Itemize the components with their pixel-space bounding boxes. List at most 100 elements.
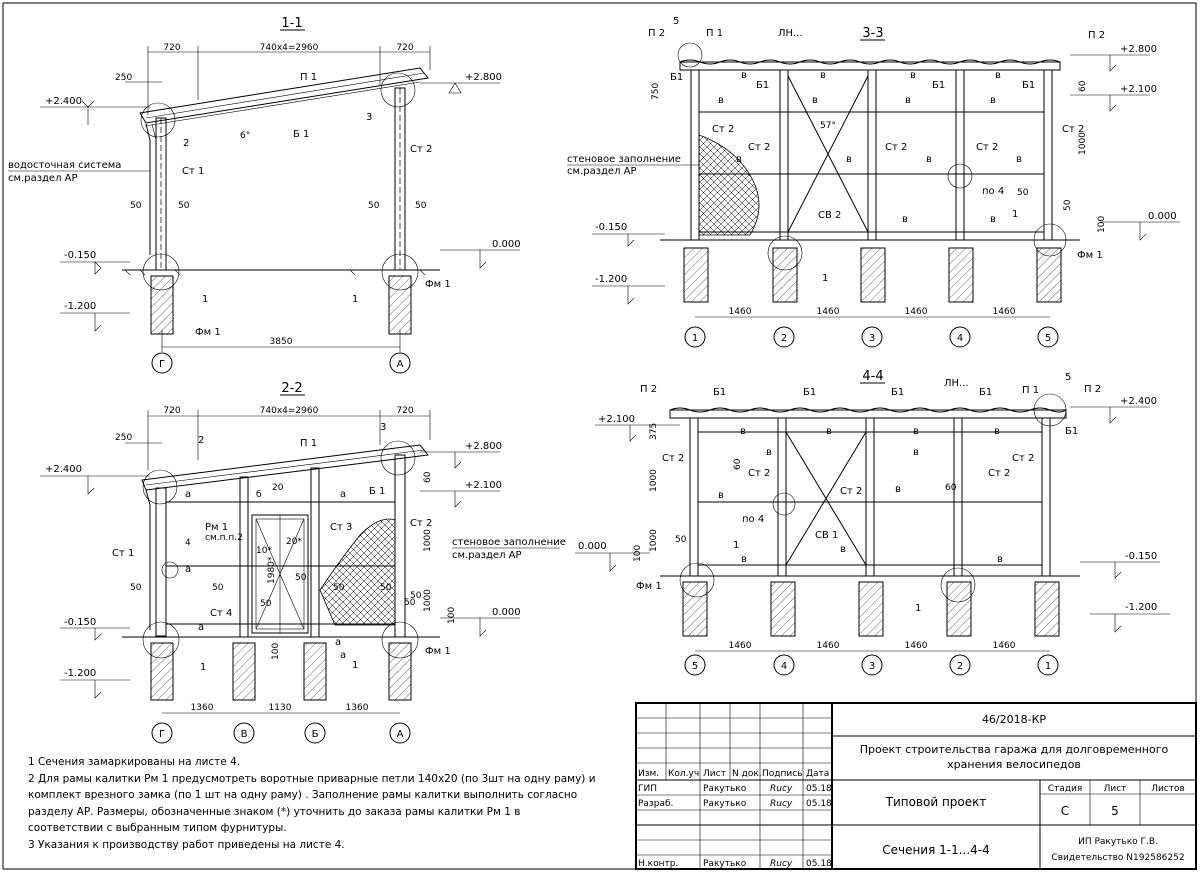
- drawing-label: +2.100: [598, 414, 635, 425]
- drawing-label: 1000: [423, 589, 433, 612]
- drawing-label: в: [926, 154, 932, 165]
- drawing-label: 5: [1065, 372, 1071, 383]
- drawing-label: 60: [945, 483, 957, 493]
- drawing-label: 50: [1017, 188, 1029, 198]
- drawing-label: в: [826, 426, 832, 437]
- drawing-label: 60: [1078, 80, 1088, 92]
- drawing-label: 50: [130, 583, 142, 593]
- drawing-label: 50: [368, 201, 380, 211]
- drawing-label: Ст 2: [988, 468, 1010, 479]
- axis-bubble: 4: [957, 333, 963, 344]
- drawing-label: в: [812, 95, 818, 106]
- drawing-label: в: [910, 70, 916, 81]
- drawing-label: 60: [733, 458, 743, 470]
- drawing-label: 1000: [423, 529, 433, 552]
- member-label: Б 1: [293, 129, 309, 140]
- drawing-label: 1000: [1078, 132, 1088, 155]
- drawing-label: Листов: [1151, 784, 1185, 794]
- axis-bubble: 2: [957, 661, 963, 672]
- drawing-label: 1: [352, 660, 358, 671]
- drawing-label: П 2: [648, 28, 665, 39]
- drawing-label: Фм 1: [425, 646, 451, 657]
- drawing-label: 20*: [286, 537, 302, 547]
- drawing-label: Ст 4: [210, 608, 232, 619]
- drawing-label: 1: [915, 603, 921, 614]
- drawing-label: Б1: [803, 387, 816, 398]
- drawing-label: ЛН...: [944, 378, 969, 389]
- drain-note: водосточная система: [8, 160, 121, 171]
- member-label: Фм 1: [195, 327, 221, 338]
- drawing-label: в: [718, 490, 724, 501]
- drawing-label: по 4: [742, 514, 764, 525]
- drawing-label: Ракутько: [703, 859, 747, 869]
- drawing-label: 1460: [993, 307, 1016, 317]
- member-label: Фм 1: [425, 279, 451, 290]
- drawing-label: Ст 3: [330, 522, 352, 533]
- axis-bubble: 1: [692, 333, 698, 344]
- elevation-mark: +2.400: [45, 96, 82, 107]
- drawing-label: 720: [163, 406, 180, 416]
- drawing-label: Ст 2: [976, 142, 998, 153]
- drawing-label: 750: [651, 83, 661, 100]
- note-line: 3 Указания к производству работ приведен…: [28, 838, 345, 851]
- signature: Rucy: [770, 859, 793, 869]
- drawing-label: 250: [115, 433, 132, 443]
- drawing-label: Б1: [756, 80, 769, 91]
- drawing-label: 1460: [729, 641, 752, 651]
- drawing-label: -0.150: [595, 222, 627, 233]
- drawing-label: ЛН...: [778, 28, 803, 39]
- drawing-label: Б1: [1065, 426, 1078, 437]
- drawing-label: Стадия: [1048, 784, 1083, 794]
- member-label: Ст 1: [182, 166, 204, 177]
- section-title: 1-1: [281, 16, 302, 31]
- drawing-label: 3-3: [862, 26, 883, 41]
- drawing-label: -1.200: [64, 668, 96, 679]
- drawing-label: 1460: [817, 641, 840, 651]
- node-label: 3: [366, 112, 372, 123]
- drawing-label: П 2: [640, 384, 657, 395]
- drawing-label: в: [997, 554, 1003, 565]
- drawing-label: 50: [178, 201, 190, 211]
- elevation-mark: -1.200: [64, 301, 96, 312]
- drawing-label: Н.контр.: [638, 859, 678, 869]
- drawing-label: а: [340, 489, 346, 500]
- drawing-label: 50: [130, 201, 142, 211]
- drawing-label: N док.: [732, 769, 762, 779]
- project-title: хранения велосипедов: [947, 758, 1081, 771]
- drawing-label: см.п.п.2: [205, 533, 243, 543]
- drawing-label: Ст 2: [1062, 124, 1084, 135]
- member-label: Ст 2: [410, 144, 432, 155]
- dim-label: 3850: [270, 337, 293, 347]
- axis-bubble: Г: [159, 359, 165, 370]
- drawing-label: 05.18: [806, 859, 832, 869]
- drawing-label: 1360: [191, 703, 214, 713]
- dim-label: 720: [396, 43, 413, 53]
- drawing-label: 05.18: [806, 799, 832, 809]
- organization: Свидетельство N192586252: [1051, 853, 1184, 863]
- drawing-label: 0.000: [1148, 211, 1177, 222]
- drawing-label: а: [335, 637, 341, 648]
- sheet-title: Сечения 1-1...4-4: [882, 843, 990, 857]
- drawing-label: 60: [423, 471, 433, 483]
- angle-label: 6°: [240, 131, 250, 141]
- drawing-label: 1460: [905, 641, 928, 651]
- drawing-label: Ст 2: [885, 142, 907, 153]
- note-line: соответствии с выбранным типом фурнитуры…: [28, 822, 287, 834]
- drain-note: см.раздел АР: [8, 173, 78, 184]
- general-notes: 1 Сечения замаркированы на листе 4. 2 Дл…: [28, 754, 618, 853]
- drawing-label: Разраб.: [638, 799, 673, 809]
- axis-bubble: А: [397, 729, 404, 740]
- drawing-label: Ст 2: [1012, 453, 1034, 464]
- drawing-label: 2: [198, 435, 204, 446]
- drawing-label: а: [340, 650, 346, 661]
- drawing-label: Ст 2: [748, 468, 770, 479]
- drawing-label: в: [741, 554, 747, 565]
- drawing-label: в: [990, 95, 996, 106]
- drawing-label: 50: [1063, 199, 1073, 211]
- drawing-label: 375: [649, 423, 659, 440]
- drawing-label: -0.150: [64, 617, 96, 628]
- title-block: 46/2018-КР Проект строительства гаража д…: [635, 702, 1197, 870]
- note-line: 2 Для рамы калитки Рм 1 предусмотреть во…: [28, 772, 596, 785]
- drawing-label: -1.200: [595, 274, 627, 285]
